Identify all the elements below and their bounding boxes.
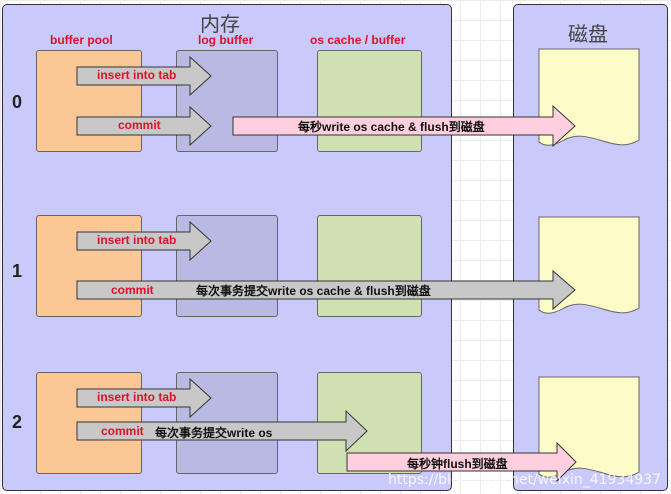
row-label-1: 1: [12, 261, 23, 281]
commit-arrow-row-2: [76, 409, 368, 453]
insert-label-row-2: insert into tab: [97, 390, 177, 404]
insert-arrow-row-2: [76, 377, 212, 419]
commit-flush-arrow-row-1: [76, 269, 576, 311]
watermark: https://blog.csdn.net/weixin_41934937: [387, 472, 661, 488]
memory-title: 内存: [200, 12, 240, 36]
row-label-0: 0: [12, 92, 23, 112]
flush-label-row-2: 每秒钟flush到磁盘: [407, 457, 508, 471]
insert-label-row-1: insert into tab: [97, 233, 177, 247]
flush-label-row-1: 每次事务提交write os cache & flush到磁盘: [196, 284, 431, 298]
flush-arrow-row-0: [232, 104, 576, 148]
commit-label-row-2: commit: [101, 424, 144, 438]
insert-arrow-row-1: [76, 220, 212, 262]
insert-label-row-0: insert into tab: [97, 68, 177, 82]
commit-arrow-row-0: [76, 105, 212, 147]
disk-title: 磁盘: [568, 22, 608, 46]
row-label-2: 2: [12, 412, 23, 432]
commit-note-row-2: 每次事务提交write os: [155, 426, 273, 440]
insert-arrow-row-0: [76, 55, 212, 97]
commit-label-row-0: commit: [118, 118, 161, 132]
os-cache-box-row-1: [317, 215, 422, 317]
column-header-buffer-pool: buffer pool: [50, 33, 113, 47]
column-header-os-cache: os cache / buffer: [310, 33, 406, 47]
flush-arrow-row-2: [346, 441, 577, 483]
commit-label-row-1: commit: [111, 283, 154, 297]
column-header-log-buffer: log buffer: [198, 33, 254, 47]
flush-label-row-0: 每秒write os cache & flush到磁盘: [298, 120, 485, 134]
